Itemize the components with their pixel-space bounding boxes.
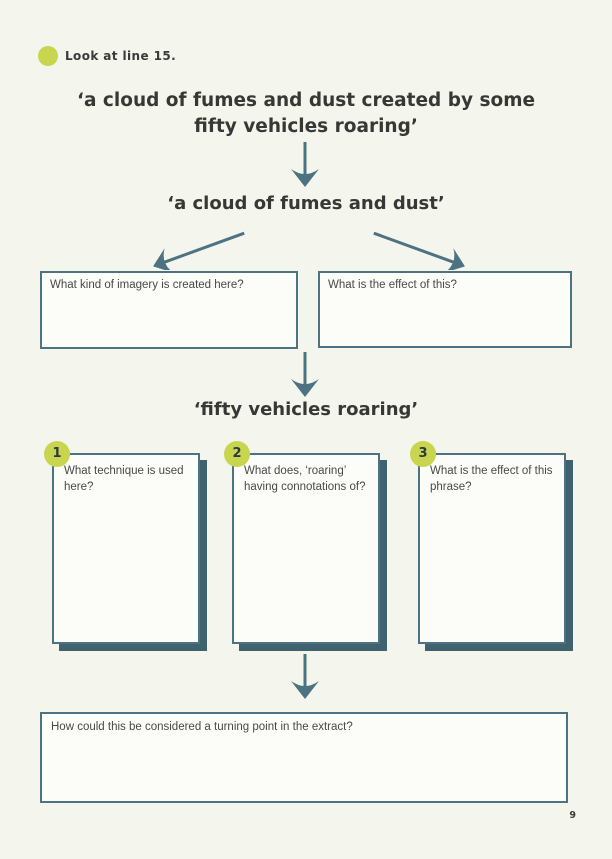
diagonal-arrow-left-icon <box>153 231 245 270</box>
step-2-badge: 2 <box>224 441 250 467</box>
connotations-question-box[interactable]: 2 What does, ‘roaring’ having connotatio… <box>224 441 380 644</box>
question-text: What kind of imagery is created here? <box>50 279 244 291</box>
down-arrow-icon <box>291 142 319 187</box>
cloud-section-heading: ‘a cloud of fumes and dust’ <box>167 193 445 214</box>
question-text: What is the effect of this phrase? <box>430 465 553 493</box>
prompt-row: Look at line 15. <box>38 46 176 66</box>
prompt-label: Look at line 15. <box>65 49 177 63</box>
technique-question-box[interactable]: 1 What technique is used here? <box>44 441 200 644</box>
main-quote-line1: ‘a cloud of fumes and dust created by so… <box>76 90 536 111</box>
imagery-question-box[interactable]: What kind of imagery is created here? <box>40 271 298 349</box>
effect-question-box[interactable]: What is the effect of this? <box>318 271 572 348</box>
question-text: What technique is used here? <box>64 465 184 493</box>
phrase-effect-question-box[interactable]: 3 What is the effect of this phrase? <box>410 441 566 644</box>
question-text: How could this be considered a turning p… <box>51 721 353 733</box>
page-number: 9 <box>569 810 576 821</box>
question-text: What is the effect of this? <box>328 279 457 291</box>
step-1-badge: 1 <box>44 441 70 467</box>
turning-point-question-box[interactable]: How could this be considered a turning p… <box>40 712 568 803</box>
main-quote: ‘a cloud of fumes and dust created by so… <box>41 88 571 141</box>
roaring-section-heading: ‘fifty vehicles roaring’ <box>193 399 419 420</box>
question-text: What does, ‘roaring’ having connotations… <box>244 465 366 493</box>
down-arrow-icon <box>291 654 319 699</box>
main-quote-line2: fifty vehicles roaring’ <box>194 116 418 138</box>
step-3-badge: 3 <box>410 441 436 467</box>
down-arrow-icon <box>291 352 319 397</box>
diagonal-arrow-right-icon <box>373 231 465 270</box>
bullet-icon <box>38 46 58 66</box>
